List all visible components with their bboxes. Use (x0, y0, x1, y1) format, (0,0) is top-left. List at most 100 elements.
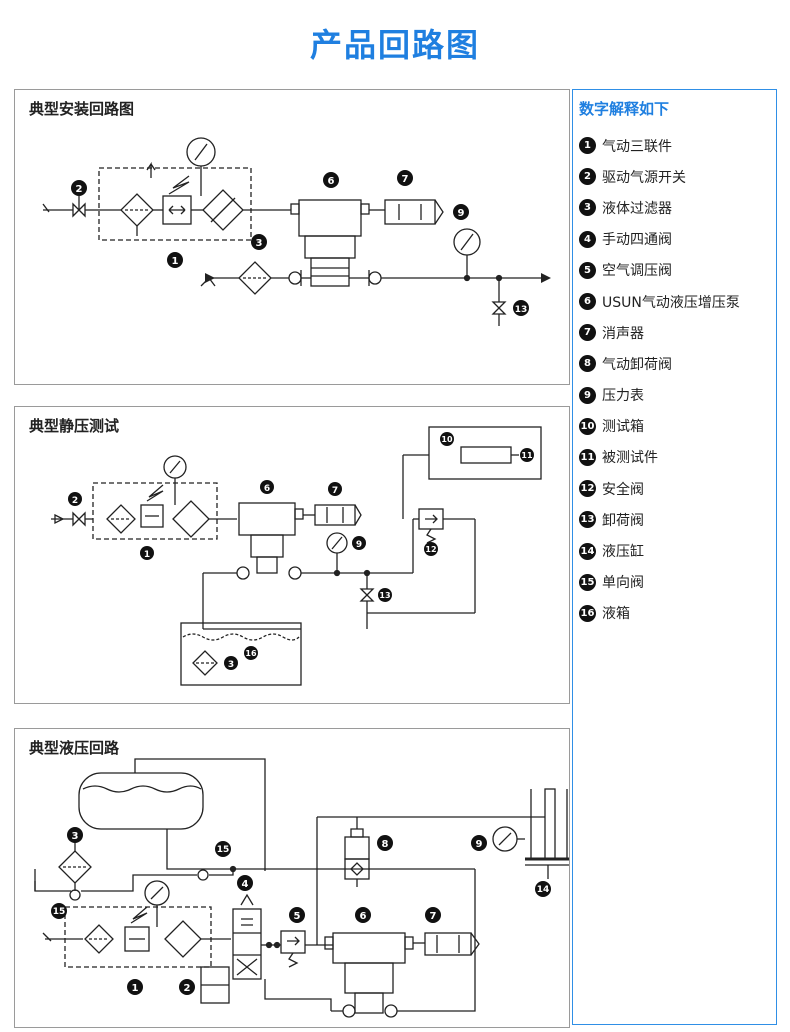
badge-6: 6 (260, 480, 274, 494)
legend-label: 被测试件 (602, 450, 658, 467)
lubricator-symbol (164, 920, 202, 958)
legend-number-badge: 7 (579, 324, 596, 342)
badge-5: 5 (289, 907, 305, 923)
legend-number-badge: 13 (579, 511, 596, 529)
liquid-filter-symbol (58, 850, 92, 884)
check-valve-symbol (236, 566, 250, 580)
circuit-diagram-static-test: 2 1 6 7 9 10 11 12 13 3 16 (51, 426, 542, 686)
legend-label: 安全阀 (602, 481, 644, 498)
pump-symbol (324, 932, 414, 1014)
legend-number-badge: 6 (579, 293, 596, 311)
pump-symbol (238, 502, 304, 574)
legend-label: 消声器 (602, 325, 644, 342)
regulator-valve-symbol (280, 930, 306, 968)
number-badges: 3 15 15 4 1 2 5 6 7 8 9 14 (51, 827, 551, 995)
svg-text:11: 11 (521, 451, 533, 460)
panel-title: 典型液压回路 (29, 739, 120, 757)
badge-11: 11 (520, 448, 534, 462)
svg-text:3: 3 (256, 238, 263, 249)
svg-text:1: 1 (144, 550, 150, 560)
safety-valve-symbol (418, 508, 444, 544)
legend-label: 空气调压阀 (602, 263, 672, 280)
svg-text:2: 2 (76, 184, 83, 195)
badge-2: 2 (68, 492, 82, 506)
legend-number-badge: 9 (579, 386, 596, 404)
liquid-tank-symbol (180, 622, 302, 686)
legend-number-badge: 2 (579, 168, 596, 186)
legend-item: 9 压力表 (579, 380, 740, 411)
svg-text:2: 2 (184, 983, 191, 994)
badge-15: 15 (215, 841, 231, 857)
legend-label: 气动卸荷阀 (602, 356, 672, 373)
check-valve-symbol (384, 1004, 398, 1018)
panel-typical-installation-circuit: 典型安装回路图 (14, 89, 570, 385)
badge-6: 6 (355, 907, 371, 923)
number-badges: 2 1 6 7 9 3 13 (71, 170, 529, 316)
svg-text:8: 8 (382, 839, 389, 850)
check-valve-symbol (342, 1004, 356, 1018)
unload-valve-symbol (359, 573, 375, 629)
panel-title: 典型安装回路图 (29, 100, 135, 118)
legend-number-badge: 3 (579, 199, 596, 217)
circuit-diagram-hydraulic: 3 15 15 4 1 2 5 6 7 8 9 14 (34, 758, 569, 1018)
badge-1: 1 (127, 979, 143, 995)
pneumatic-unload-valve-symbol (344, 817, 370, 887)
test-piece-symbol (460, 446, 512, 464)
legend-label: 卸荷阀 (602, 512, 644, 529)
check-valve-symbol (288, 566, 302, 580)
filter-symbol (120, 193, 154, 236)
legend-number-badge: 1 (579, 137, 596, 155)
legend-item: 1 气动三联件 (579, 130, 740, 161)
unload-valve-symbol (491, 278, 507, 326)
badge-1: 1 (140, 546, 154, 560)
silencer-symbol (424, 932, 480, 956)
legend-item: 13 卸荷阀 (579, 504, 740, 535)
filter-symbol (84, 924, 114, 954)
legend-label: 测试箱 (602, 419, 644, 436)
hydraulic-cylinder-symbol (525, 788, 569, 879)
badge-9: 9 (352, 536, 366, 550)
svg-text:15: 15 (53, 907, 66, 917)
test-box-symbol (428, 426, 542, 480)
svg-text:6: 6 (328, 176, 335, 187)
svg-text:6: 6 (264, 484, 270, 494)
badge-8: 8 (377, 835, 393, 851)
four-way-valve-symbol (232, 893, 262, 980)
frl-unit-box (64, 906, 212, 968)
badge-7: 7 (425, 907, 441, 923)
svg-text:3: 3 (72, 831, 79, 842)
page-title: 产品回路图 (309, 26, 480, 64)
badge-12: 12 (424, 542, 438, 556)
lubricator-symbol (172, 500, 210, 538)
svg-text:9: 9 (458, 208, 465, 219)
circuit-diagram-installation: 2 1 6 7 9 3 13 (42, 137, 551, 326)
legend-label: 压力表 (602, 388, 644, 405)
legend-label: 手动四通阀 (602, 232, 672, 249)
legend-item: 7 消声器 (579, 317, 740, 348)
badge-10: 10 (440, 432, 454, 446)
badge-3: 3 (224, 656, 238, 670)
badge-7: 7 (397, 170, 413, 186)
badge-16: 16 (244, 646, 258, 660)
badge-2: 2 (179, 979, 195, 995)
legend-label: 气动三联件 (602, 138, 672, 155)
badge-14: 14 (535, 881, 551, 897)
filter-symbol (106, 504, 136, 534)
svg-text:9: 9 (356, 540, 362, 550)
badge-3: 3 (251, 234, 267, 250)
svg-text:15: 15 (217, 845, 230, 855)
svg-text:12: 12 (425, 545, 436, 554)
badge-9: 9 (453, 204, 469, 220)
silencer-symbol (314, 504, 362, 526)
legend-label: 单向阀 (602, 575, 644, 592)
